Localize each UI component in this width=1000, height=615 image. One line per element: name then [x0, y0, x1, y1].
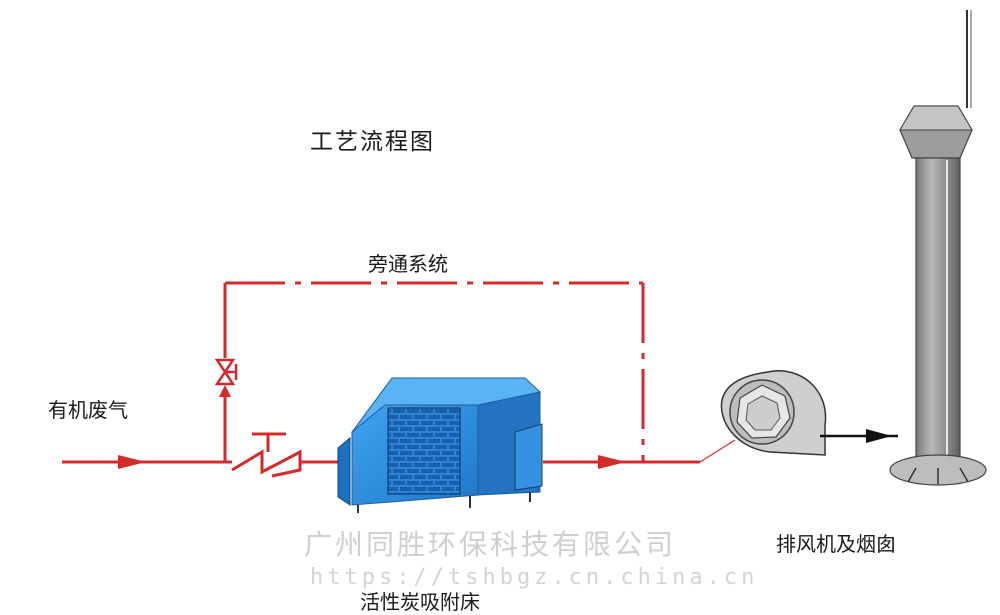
fan-to-chimney-arrow: [820, 429, 898, 443]
flow-arrow-inlet: [118, 455, 146, 469]
flow-arrow-outlet: [598, 455, 626, 469]
bypass-valve-icon: [214, 358, 238, 386]
bypass-system-label: 旁通系统: [368, 252, 448, 276]
watermark-company: 广州同胜环保科技有限公司: [304, 528, 677, 561]
exhaust-fan-icon: [720, 370, 827, 456]
chimney-icon: [889, 10, 987, 486]
carbon-adsorber-icon: [337, 377, 543, 513]
organic-waste-gas-label: 有机废气: [48, 398, 128, 422]
watermark-url: https://tshbgz.cn.china.cn: [310, 565, 759, 590]
bypass-line: [219, 281, 645, 462]
carbon-adsorption-bed-label: 活性炭吸附床: [360, 590, 480, 614]
main-valve-icon: [231, 432, 302, 478]
fan-and-chimney-label: 排风机及烟囱: [776, 532, 896, 556]
diagram-title: 工艺流程图: [310, 129, 435, 155]
